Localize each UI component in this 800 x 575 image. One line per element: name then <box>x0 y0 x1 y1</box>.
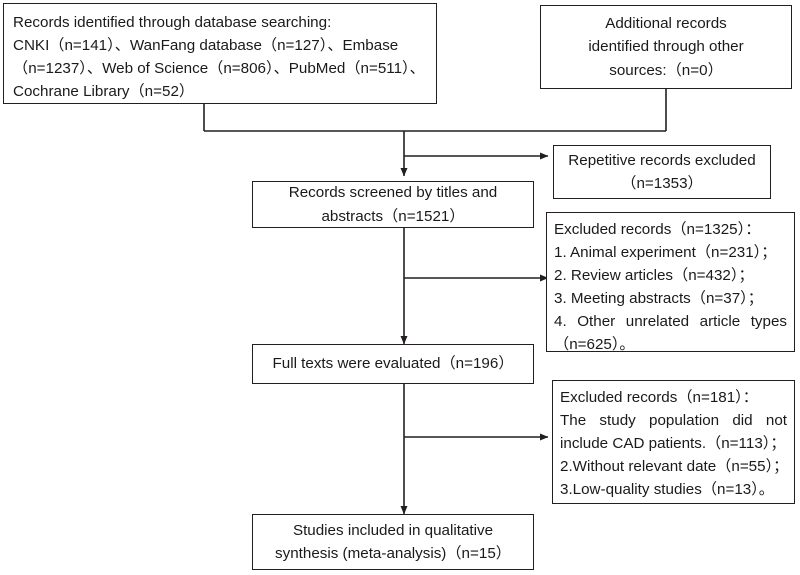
excluded-fulltext-line-2: The study population did not <box>560 412 787 430</box>
box-excluded-records-screening: Excluded records（n=1325）： 1. Animal expe… <box>546 212 795 352</box>
box-studies-included: Studies included in qualitative synthesi… <box>252 514 534 570</box>
db-search-line-3: （n=1237）、Web of Science（n=806）、PubMed（n=… <box>13 60 425 78</box>
excluded-fulltext-line-5: 3.Low-quality studies（n=13）。 <box>560 481 774 499</box>
other-sources-line-2: identified through other <box>588 38 744 56</box>
excluded-fulltext-line-3: include CAD patients.（n=113）； <box>560 435 786 453</box>
excluded-screening-line-4: 3. Meeting abstracts（n=37）； <box>554 290 763 308</box>
db-search-line-1: Records identified through database sear… <box>13 14 332 31</box>
excluded-screening-line-6: （n=625）。 <box>554 336 635 352</box>
included-line-1: Studies included in qualitative <box>292 521 494 539</box>
excluded-screening-line-3: 2. Review articles（n=432）； <box>554 267 754 285</box>
screened-line-1: Records screened by titles and <box>288 184 498 202</box>
box-full-texts-evaluated: Full texts were evaluated（n=196） <box>252 344 534 384</box>
box-records-screened: Records screened by titles and abstracts… <box>252 181 534 228</box>
duplicates-line-1: Repetitive records excluded <box>568 151 756 169</box>
box-repetitive-records-excluded: Repetitive records excluded （n=1353） <box>553 145 771 199</box>
db-search-line-2: CNKI（n=141）、WanFang database（n=127）、Emba… <box>13 37 399 55</box>
excluded-screening-line-2: 1. Animal experiment（n=231）； <box>554 244 777 262</box>
screened-line-2: abstracts（n=1521） <box>321 207 465 225</box>
excluded-fulltext-line-1: Excluded records（n=181）： <box>560 389 758 406</box>
box-additional-records-other-sources: Additional records identified through ot… <box>540 5 792 89</box>
excluded-screening-line-1: Excluded records（n=1325）： <box>554 221 761 238</box>
db-search-line-4: Cochrane Library（n=52） <box>13 83 195 101</box>
other-sources-line-3: sources:（n=0） <box>609 61 723 79</box>
box-excluded-records-full-text: Excluded records（n=181）： The study popul… <box>552 380 795 504</box>
fulltext-line-1: Full texts were evaluated（n=196） <box>272 355 514 373</box>
box-records-identified-database-searching: Records identified through database sear… <box>3 3 437 104</box>
excluded-screening-line-5: 4. Other unrelated article types <box>554 313 787 331</box>
excluded-fulltext-line-4: 2.Without relevant date（n=55）； <box>560 458 789 476</box>
other-sources-line-1: Additional records <box>605 15 727 33</box>
duplicates-line-2: （n=1353） <box>621 175 703 192</box>
included-line-2: synthesis (meta-analysis)（n=15） <box>275 545 511 562</box>
